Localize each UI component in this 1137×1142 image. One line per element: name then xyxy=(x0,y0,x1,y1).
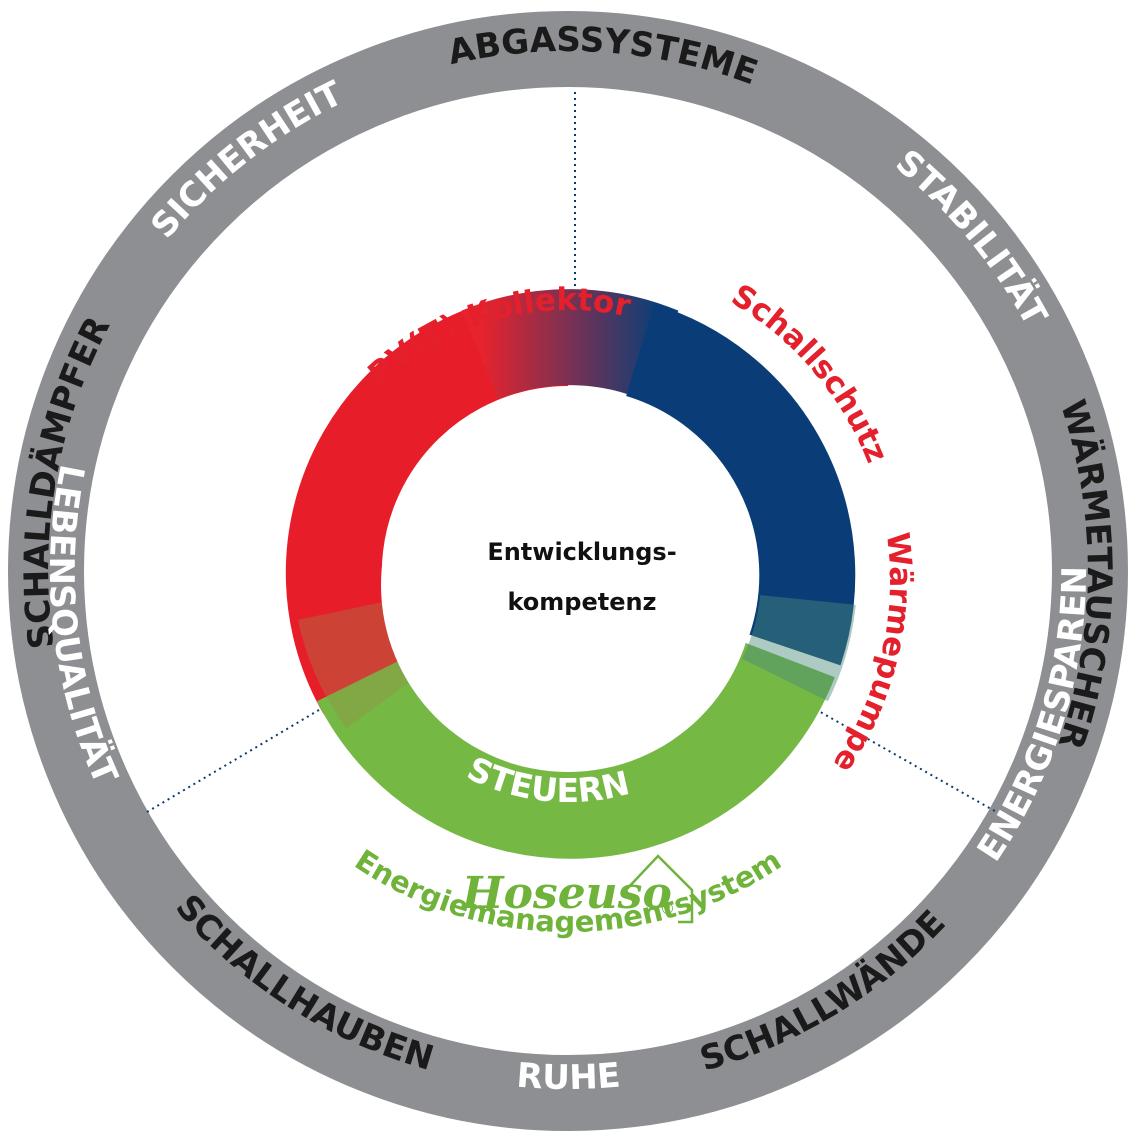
product-waermespeicher: Wärmespeicher xyxy=(0,0,17,8)
product-stromspeicher: Stromspeicher xyxy=(0,0,16,8)
ring-label-stabilitaet: STABILITÄT xyxy=(888,142,1055,333)
svg-text:Wärmespeicher: Wärmespeicher xyxy=(0,0,17,8)
svg-text:SPEICHERN: SPEICHERN xyxy=(0,0,14,8)
core-ring xyxy=(285,289,856,859)
house-icon xyxy=(625,854,694,924)
ring-label-sicherheit: SICHERHEIT xyxy=(143,73,349,246)
brand-name: Hoseuso xyxy=(460,868,672,919)
divider-left xyxy=(146,687,357,813)
core-label-speichern: SPEICHERN xyxy=(0,0,14,8)
svg-text:Stromspeicher: Stromspeicher xyxy=(0,0,16,8)
ring-label-ruhe: RUHE xyxy=(515,1055,622,1098)
center-line-2: kompetenz xyxy=(507,588,656,616)
svg-text:STABILITÄT: STABILITÄT xyxy=(888,142,1055,333)
hoseuso-logo: Hoseuso ® xyxy=(460,854,694,924)
outer-ring xyxy=(8,11,1128,1131)
brand-registered: ® xyxy=(660,900,675,918)
core-label-erzeugen: ERZEUGEN xyxy=(0,0,14,8)
center-line-1: Entwicklungs- xyxy=(487,538,676,566)
svg-text:SICHERHEIT: SICHERHEIT xyxy=(143,73,349,246)
svg-text:ERZEUGEN: ERZEUGEN xyxy=(0,0,14,8)
divider-right xyxy=(793,696,1001,815)
svg-text:RUHE: RUHE xyxy=(515,1055,622,1098)
